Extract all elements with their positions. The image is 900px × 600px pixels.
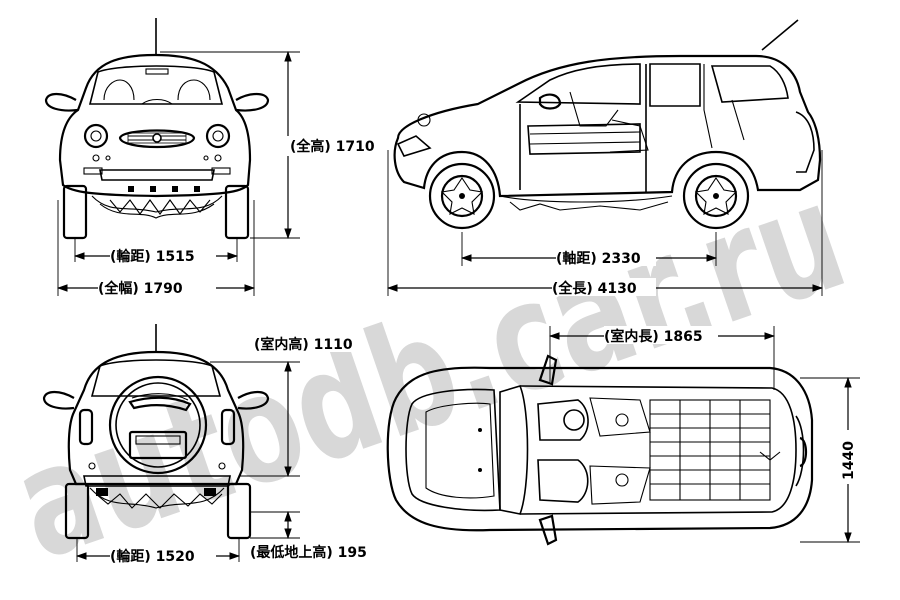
overall-length-label: (全長) 4130 <box>552 280 637 297</box>
front-view: (輪距) 1515 (全幅) 1790 (全高) 1710 <box>44 18 376 297</box>
wheelbase-label: (軸距) 2330 <box>556 250 641 267</box>
rear-tread-label: (輪距) 1520 <box>110 548 195 565</box>
rear-view: (輪距) 1520 (室内高) 1110 (最低地上高) 195 <box>42 324 378 565</box>
overall-height-label: (全高) 1710 <box>290 138 375 155</box>
interior-height-label: (室内高) 1110 <box>254 336 353 353</box>
front-tread-label: (輪距) 1515 <box>110 248 195 265</box>
interior-length-label: (室内長) 1865 <box>604 328 703 345</box>
top-view: (室内長) 1865 1440 <box>386 326 860 546</box>
ground-clearance-label: (最低地上高) 195 <box>250 544 367 561</box>
interior-width-label: 1440 <box>841 441 857 480</box>
overall-width-label: (全幅) 1790 <box>98 280 183 297</box>
side-view: (軸距) 2330 (全長) 4130 <box>386 19 824 297</box>
